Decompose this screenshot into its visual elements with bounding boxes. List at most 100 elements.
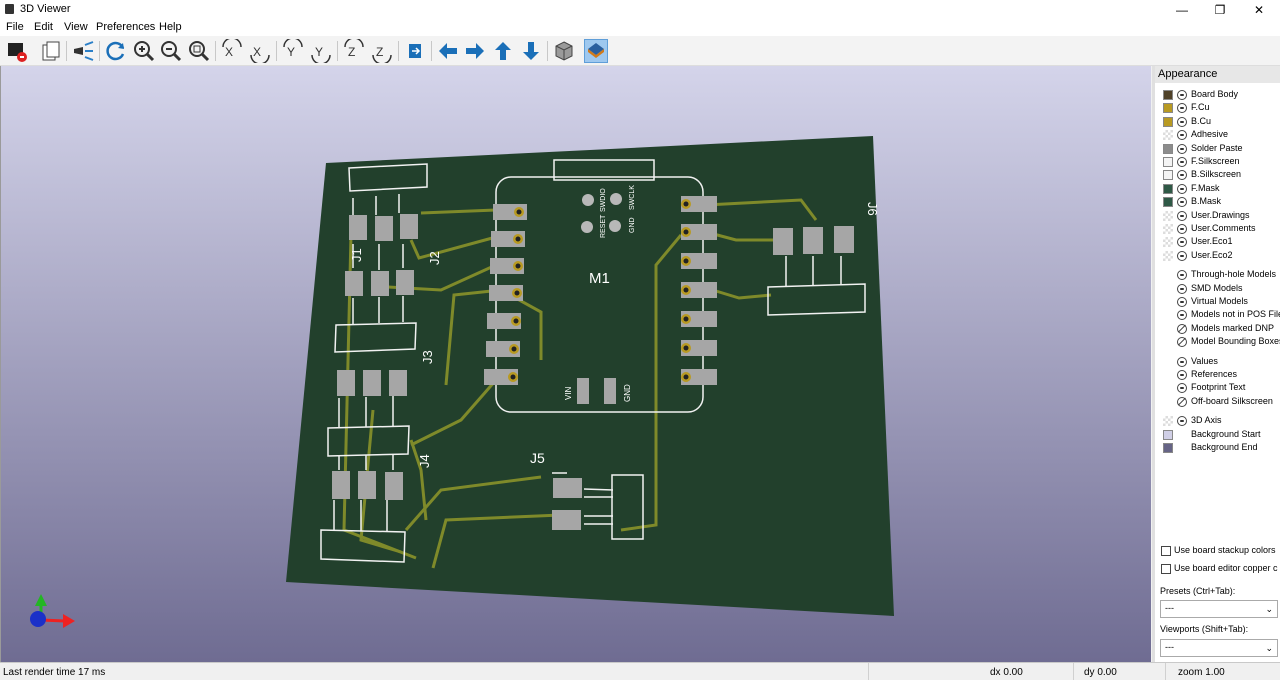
- ref-j6: J6: [865, 202, 880, 216]
- chevron-down-icon: ⌄: [1265, 604, 1273, 614]
- rotate-z-cw-icon: Z: [344, 37, 364, 59]
- visibility-icon[interactable]: [1177, 170, 1187, 181]
- color-swatch[interactable]: [1163, 416, 1173, 427]
- zoom-in-button[interactable]: [132, 39, 156, 63]
- minimize-button[interactable]: —: [1176, 3, 1188, 17]
- visibility-icon[interactable]: [1177, 90, 1187, 100]
- rotate-y-cw-icon: Y: [283, 37, 303, 59]
- presets-dropdown[interactable]: ---⌄: [1160, 600, 1278, 618]
- visibility-icon[interactable]: [1177, 310, 1187, 321]
- pin-gnd: GND: [629, 217, 636, 233]
- visibility-off-icon[interactable]: [1177, 396, 1187, 407]
- appearance-item-label: Through-hole Models: [1191, 269, 1277, 280]
- rotate-y-cw-button[interactable]: Y: [281, 37, 305, 63]
- orthographic-button[interactable]: [552, 39, 576, 63]
- visibility-icon[interactable]: [1177, 103, 1187, 114]
- rotate-y-ccw-button[interactable]: Y: [309, 39, 333, 65]
- zoom-fit-button[interactable]: [187, 39, 211, 63]
- menu-edit[interactable]: Edit: [34, 21, 53, 33]
- visibility-icon[interactable]: [1177, 356, 1187, 367]
- rotate-x-ccw-button[interactable]: X: [248, 39, 272, 65]
- copy-image-button[interactable]: [38, 39, 62, 63]
- menu-view[interactable]: View: [64, 21, 88, 33]
- appearance-item-label: User.Drawings: [1191, 209, 1250, 220]
- color-swatch[interactable]: [1163, 130, 1173, 141]
- menu-file[interactable]: File: [6, 21, 24, 33]
- close-button[interactable]: ✕: [1253, 3, 1265, 17]
- 3d-viewport[interactable]: J1 J2 J3 J4 J5 J6 M1 RESET SWDIO GND SWC…: [0, 66, 1151, 662]
- color-swatch[interactable]: [1163, 429, 1173, 440]
- visibility-icon[interactable]: [1177, 250, 1187, 261]
- visibility-icon[interactable]: [1177, 270, 1187, 281]
- zoom-out-button[interactable]: [159, 39, 183, 63]
- arrow-left-icon: [439, 43, 457, 59]
- color-swatch[interactable]: [1163, 443, 1173, 453]
- reload-button[interactable]: [104, 39, 128, 63]
- color-swatch[interactable]: [1163, 183, 1173, 194]
- visibility-icon[interactable]: [1177, 116, 1187, 127]
- appearance-item-label: Solder Paste: [1191, 142, 1243, 153]
- svg-text:Y: Y: [315, 45, 323, 59]
- menu-help[interactable]: Help: [159, 21, 182, 33]
- appearance-item-label: B.Silkscreen: [1191, 169, 1242, 180]
- j6-outline: [767, 283, 866, 316]
- toggle-render-button[interactable]: [584, 39, 608, 63]
- move-right-button[interactable]: [463, 39, 487, 63]
- display-options-button[interactable]: [71, 39, 95, 63]
- color-swatch[interactable]: [1163, 237, 1173, 248]
- render-icon: [8, 43, 27, 62]
- visibility-icon[interactable]: [1177, 383, 1187, 394]
- visibility-icon[interactable]: [1177, 416, 1187, 427]
- visibility-icon[interactable]: [1177, 297, 1187, 307]
- smd-pads: [332, 214, 854, 530]
- visibility-icon[interactable]: [1177, 143, 1187, 154]
- rotate-x-cw-button[interactable]: X: [220, 37, 244, 63]
- color-swatch[interactable]: [1163, 170, 1173, 181]
- visibility-icon[interactable]: [1177, 283, 1187, 294]
- window-title: 3D Viewer: [20, 3, 71, 15]
- swd-pads: [581, 193, 622, 233]
- color-swatch[interactable]: [1163, 143, 1173, 154]
- color-swatch[interactable]: [1163, 90, 1173, 100]
- color-swatch[interactable]: [1163, 197, 1173, 208]
- presets-label: Presets (Ctrl+Tab):: [1160, 586, 1236, 596]
- maximize-button[interactable]: ❐: [1214, 3, 1226, 17]
- visibility-icon[interactable]: [1177, 370, 1187, 380]
- ref-j5: J5: [530, 450, 545, 466]
- ref-j3: J3: [420, 350, 435, 364]
- appearance-item-label: Virtual Models: [1191, 296, 1248, 306]
- viewports-dropdown[interactable]: ---⌄: [1160, 639, 1278, 657]
- visibility-icon[interactable]: [1177, 224, 1187, 234]
- color-swatch[interactable]: [1163, 157, 1173, 167]
- move-left-button[interactable]: [436, 39, 460, 63]
- rotate-z-cw-button[interactable]: Z: [342, 37, 366, 63]
- visibility-off-icon[interactable]: [1177, 323, 1187, 334]
- appearance-item-label: Board Body: [1191, 89, 1239, 99]
- arrow-right-icon: [466, 43, 484, 59]
- appearance-item-label: F.Silkscreen: [1191, 156, 1240, 166]
- visibility-off-icon[interactable]: [1177, 337, 1187, 348]
- visibility-icon[interactable]: [1177, 197, 1187, 208]
- ref-m1: M1: [589, 270, 610, 287]
- color-swatch[interactable]: [1163, 210, 1173, 221]
- visibility-icon[interactable]: [1177, 210, 1187, 221]
- visibility-icon[interactable]: [1177, 237, 1187, 248]
- ref-j4: J4: [417, 454, 432, 468]
- rotate-x-cw-icon: X: [222, 37, 242, 59]
- render-raytracing-button[interactable]: [5, 39, 29, 63]
- rotate-z-ccw-button[interactable]: Z: [370, 39, 394, 65]
- flip-board-button[interactable]: [403, 39, 427, 63]
- visibility-icon[interactable]: [1177, 157, 1187, 167]
- appearance-item-label: Model Bounding Boxes: [1191, 336, 1280, 347]
- move-up-button[interactable]: [491, 39, 515, 63]
- color-swatch[interactable]: [1163, 116, 1173, 127]
- move-down-button[interactable]: [519, 39, 543, 63]
- color-swatch[interactable]: [1163, 224, 1173, 234]
- color-swatch[interactable]: [1163, 250, 1173, 261]
- color-swatch[interactable]: [1163, 103, 1173, 114]
- visibility-icon[interactable]: [1177, 183, 1187, 194]
- usb-outline: [553, 159, 655, 181]
- menu-preferences[interactable]: Preferences: [96, 21, 156, 33]
- visibility-icon[interactable]: [1177, 130, 1187, 141]
